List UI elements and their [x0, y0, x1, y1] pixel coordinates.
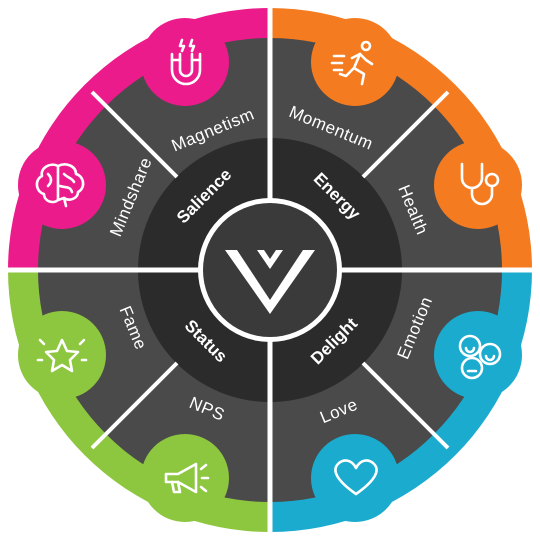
- bump-fame: [18, 311, 106, 399]
- v-logo-icon: [225, 250, 315, 314]
- brain-icon: [35, 163, 85, 208]
- stethoscope-icon: [460, 162, 500, 206]
- diagonal-dividers: [90, 90, 450, 450]
- running-person-icon: [330, 40, 374, 86]
- megaphone-icon: [164, 462, 210, 494]
- bump-nps: [141, 434, 229, 522]
- center-hub: [203, 203, 337, 337]
- bump-momentum: [311, 18, 399, 106]
- bump-mindshare: [18, 141, 106, 229]
- magnet-icon: [170, 38, 202, 86]
- bump-love: [311, 434, 399, 522]
- bump-magnetism: [141, 18, 229, 106]
- bump-emotion: [434, 311, 522, 399]
- heart-icon: [334, 459, 378, 496]
- star-icon: [36, 338, 88, 373]
- faces-icon: [458, 334, 502, 380]
